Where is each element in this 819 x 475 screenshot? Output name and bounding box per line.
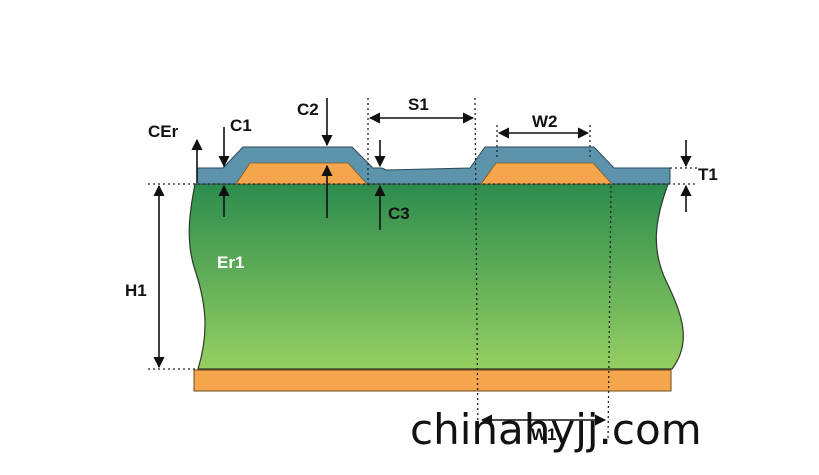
dielectric-substrate	[188, 183, 684, 370]
label-cer: CEr	[148, 122, 179, 141]
guide-s1-right	[474, 97, 479, 441]
guide-w1-right	[607, 185, 612, 441]
label-er1: Er1	[217, 253, 244, 272]
watermark: chinahyjj.com	[410, 405, 702, 454]
label-s1: S1	[408, 95, 429, 114]
label-c2: C2	[297, 100, 319, 119]
label-h1: H1	[125, 281, 147, 300]
label-c1: C1	[230, 116, 252, 135]
label-t1: T1	[698, 165, 718, 184]
label-w2: W2	[532, 112, 558, 131]
label-c3: C3	[388, 204, 410, 223]
copper-trace-left	[235, 162, 368, 185]
reference-plane	[193, 369, 672, 392]
label-w1: W1	[531, 425, 557, 444]
copper-trace-right	[480, 162, 613, 185]
